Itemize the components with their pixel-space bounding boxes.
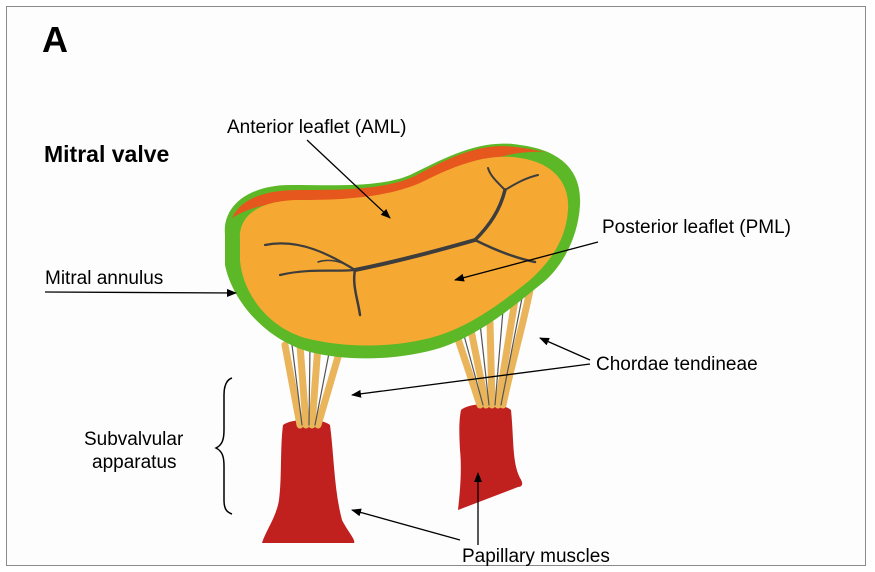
label-chordae-tendineae: Chordae tendineae	[596, 354, 758, 375]
panel-letter: A	[42, 19, 68, 60]
papillary-muscle-right	[458, 404, 522, 510]
label-mitral-annulus: Mitral annulus	[45, 268, 163, 289]
arrow-chordae-right	[540, 338, 590, 360]
diagram-title: Mitral valve	[44, 141, 169, 167]
label-subvalvular-line2: apparatus	[92, 452, 177, 473]
label-anterior-leaflet: Anterior leaflet (AML)	[227, 117, 407, 138]
chordae-tendineae-left	[285, 345, 340, 425]
arrow-mitral-annulus	[45, 292, 236, 293]
subvalvular-bracket	[216, 378, 232, 514]
label-papillary-muscles: Papillary muscles	[462, 546, 610, 567]
label-subvalvular-line1: Subvalvular	[84, 429, 184, 450]
arrow-papillary-left	[352, 510, 460, 540]
label-posterior-leaflet: Posterior leaflet (PML)	[602, 217, 791, 238]
papillary-muscle-left	[262, 420, 354, 543]
